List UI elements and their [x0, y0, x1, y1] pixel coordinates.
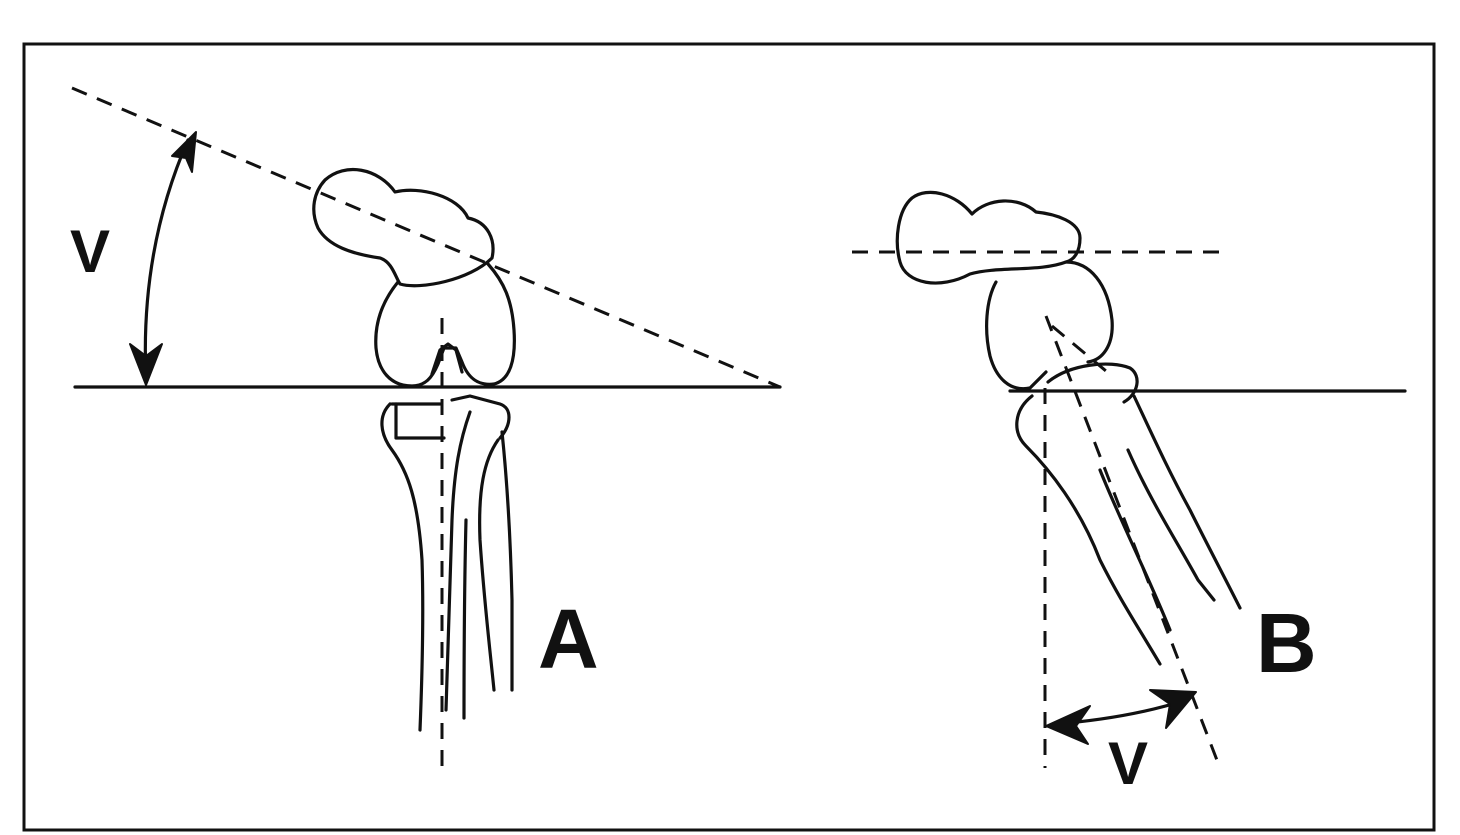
tibial-head-b [1046, 362, 1139, 404]
fibula-outer [478, 438, 500, 692]
patella-outline-b [895, 190, 1082, 285]
oblique-axis-line [71, 86, 781, 389]
angle-label-right: V [1108, 730, 1148, 797]
tibia-right-edge [444, 410, 472, 712]
tibia-block [394, 402, 446, 440]
tilted-bone-axis-line-2 [1051, 324, 1113, 378]
angle-label-left: V [70, 218, 110, 285]
angle-arc-left [143, 138, 190, 380]
intercondylar-notch [430, 342, 464, 376]
view-label-b: B [1256, 596, 1317, 690]
view-b: V B [852, 190, 1407, 797]
arrowhead-down-icon [129, 343, 163, 386]
figure-frame [22, 42, 1436, 832]
tibia-outer-b [1015, 394, 1162, 666]
arrowhead-up-icon [171, 131, 197, 173]
view-label-a: A [538, 592, 599, 686]
tibia-inner-edge [462, 518, 468, 720]
tibial-plateau [390, 394, 511, 440]
fibula-outer-b [1132, 394, 1242, 610]
arrowhead-left-icon [1045, 705, 1091, 745]
femoral-condyles [374, 262, 516, 388]
fibula-inner-b [1126, 448, 1216, 602]
femoral-condyle-b [985, 260, 1114, 391]
arrowhead-right-icon [1149, 689, 1197, 729]
fibula-inner [500, 430, 514, 692]
view-a: V A [70, 86, 782, 768]
patella-outline [312, 167, 495, 288]
tibia-left-edge [380, 402, 425, 732]
